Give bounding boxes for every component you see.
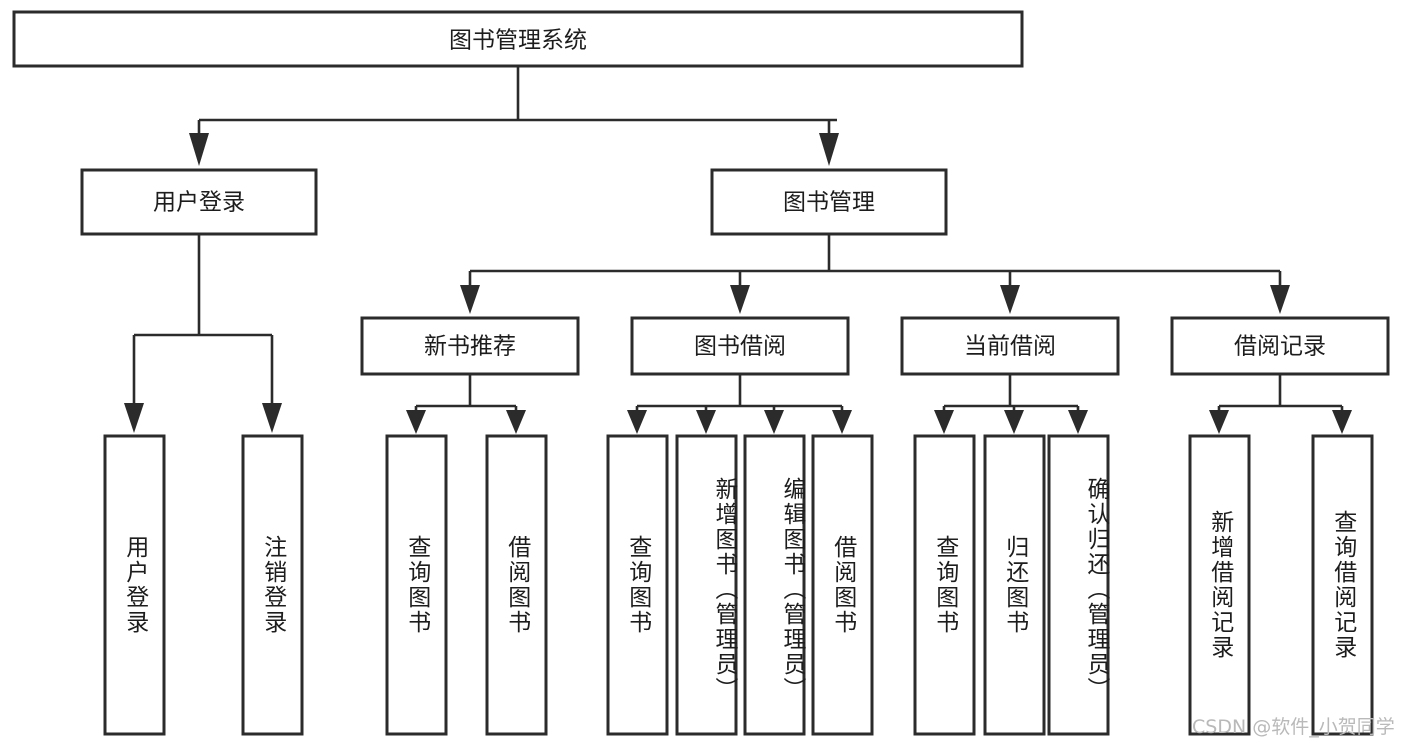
leaf-return-book-box[interactable] [983,434,1046,736]
arrow-head-borrow-record [1270,285,1290,314]
arrow-head-leaf-user-login [124,403,144,433]
node-borrow-record-box [1170,316,1390,376]
arrow-head-leaf-add-book [696,410,716,434]
node-borrow-record-label: 借阅记录 [1234,334,1326,360]
node-new-book-recommend[interactable]: 新书推荐 [360,316,580,376]
arrow-head-leaf-borrow-book-1 [506,410,526,434]
node-user-login-label: 用户登录 [153,190,245,216]
leaf-user-login-box[interactable] [103,434,166,736]
leaf-query-book-2-box[interactable] [606,434,669,736]
arrow-head-leaf-confirm-return [1068,410,1088,434]
arrow-head-leaf-query-book-3 [934,410,954,434]
leaf-confirm-return-box[interactable] [1047,434,1110,736]
node-current-borrow-box [900,316,1120,376]
leaf-edit-book-box[interactable] [743,434,806,736]
node-book-borrow[interactable]: 图书借阅 [630,316,850,376]
arrow-head-user-login [189,133,209,166]
arrow-head-new-book-rec [460,285,480,314]
leaf-boxes-group [103,434,1374,736]
leaf-borrow-book-1-box[interactable] [485,434,548,736]
connector-root-to-level2 [189,66,839,166]
node-book-manage-box [710,168,948,236]
leaf-logout-login-box[interactable] [241,434,304,736]
arrow-head-book-manage [819,133,839,166]
arrow-head-current-borrow [1000,285,1020,314]
node-current-borrow-label: 当前借阅 [964,334,1056,360]
leaf-query-book-3-box[interactable] [913,434,976,736]
arrow-head-leaf-edit-book [764,410,784,434]
node-borrow-record[interactable]: 借阅记录 [1170,316,1390,376]
node-current-borrow[interactable]: 当前借阅 [900,316,1120,376]
arrow-head-leaf-add-borrow-rec [1209,410,1229,434]
leaf-query-book-1-box[interactable] [385,434,448,736]
arrow-head-leaf-query-book-1 [406,410,426,434]
arrow-head-leaf-return-book [1004,410,1024,434]
connector-new-book-rec-to-leaves [406,374,526,434]
leaf-add-book-box[interactable] [675,434,738,736]
node-user-login[interactable]: 用户登录 [80,168,318,236]
node-root-system[interactable]: 图书管理系统 [12,10,1024,68]
arrow-head-leaf-borrow-book-2 [832,410,852,434]
connector-book-borrow-to-leaves [627,374,852,434]
node-book-manage[interactable]: 图书管理 [710,168,948,236]
leaf-borrow-book-2-box[interactable] [811,434,874,736]
node-root-system-box [12,10,1024,68]
arrow-head-leaf-query-borrow-rec [1332,410,1352,434]
csdn-watermark: CSDN @软件_小贺同学 [1192,716,1395,738]
node-new-book-recommend-label: 新书推荐 [424,334,516,360]
connector-borrow-record-to-leaves [1209,374,1352,434]
node-book-manage-label: 图书管理 [783,190,875,216]
node-new-book-recommend-box [360,316,580,376]
node-book-borrow-label: 图书借阅 [694,334,786,360]
node-root-system-label: 图书管理系统 [449,28,587,54]
node-user-login-box [80,168,318,236]
arrow-head-book-borrow [730,285,750,314]
node-book-borrow-box [630,316,850,376]
connector-current-borrow-to-leaves [934,374,1088,434]
leaf-query-borrow-rec-box[interactable] [1311,434,1374,736]
arrow-head-leaf-query-book-2 [627,410,647,434]
arrow-head-leaf-logout-login [262,403,282,433]
connector-book-manage-to-level3 [460,234,1290,314]
connector-user-login-to-leaves [124,234,282,433]
leaf-add-borrow-rec-box[interactable] [1188,434,1251,736]
